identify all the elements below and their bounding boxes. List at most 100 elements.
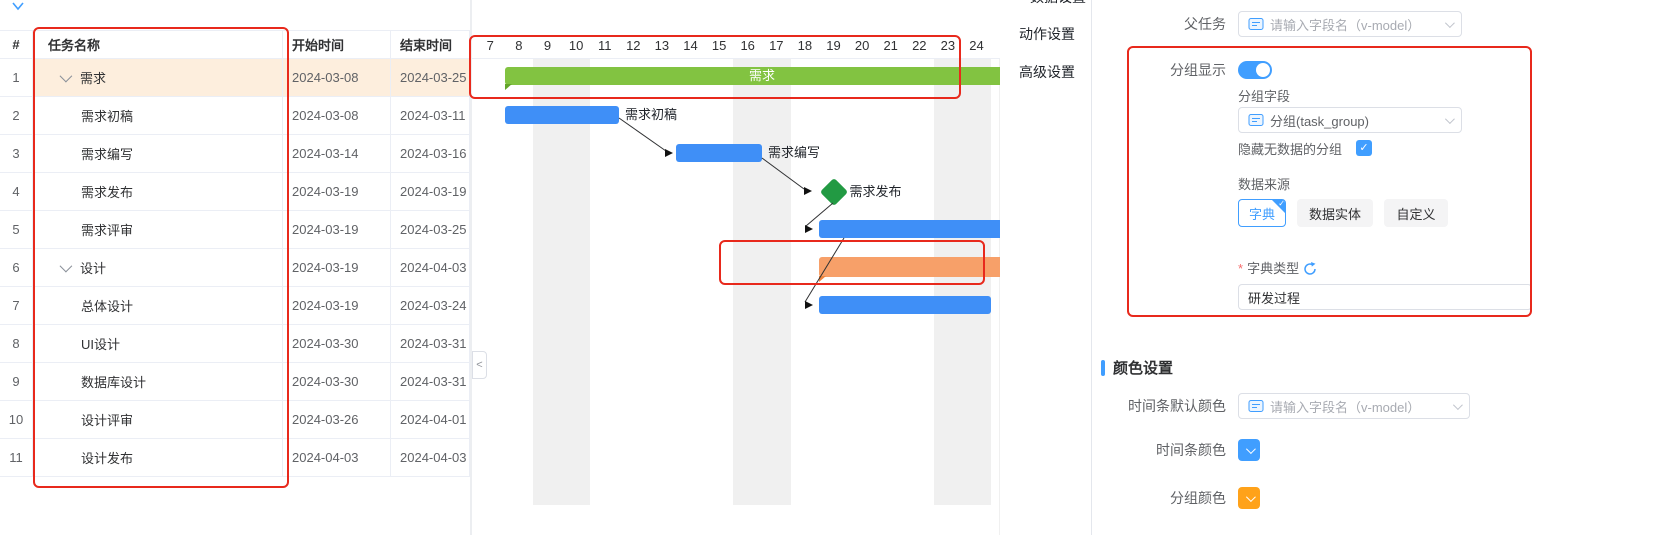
task-name-label: 需求	[80, 71, 107, 86]
chevron-down-icon[interactable]	[59, 259, 73, 273]
task-name-cell: UI设计	[33, 325, 283, 363]
dict-type-value: 研发过程	[1248, 290, 1301, 306]
nav-item-clipped[interactable]: 数据设置	[1030, 0, 1086, 7]
task-bar[interactable]	[676, 144, 762, 162]
gantt-collapse-handle[interactable]: <	[472, 351, 487, 379]
task-name-cell: 需求评审	[33, 211, 283, 249]
group-bar[interactable]: 需求	[504, 67, 1000, 90]
row-number-cell: 8	[0, 325, 33, 363]
hide-empty-group-label: 隐藏无数据的分组	[1238, 142, 1343, 157]
row-number-cell: 3	[0, 135, 33, 173]
task-name-label: 设计	[80, 261, 107, 276]
data-source-label: 数据来源	[1238, 177, 1291, 192]
end-date-cell: 2024-03-25	[391, 59, 470, 97]
data-source-dict-button[interactable]: 字典 ✓	[1238, 199, 1286, 227]
bar-default-color-input[interactable]: 请输入字段名（v-model）	[1238, 393, 1470, 419]
task-name-label: 需求评审	[81, 223, 134, 238]
group-field-label: 分组字段	[1238, 89, 1291, 104]
task-bar[interactable]	[819, 296, 991, 314]
group-field-value: 分组(task_group)	[1270, 113, 1369, 129]
color-settings-section-header: 颜色设置	[1101, 357, 1173, 378]
row-number-cell: 4	[0, 173, 33, 211]
nav-item-advanced-settings[interactable]: 高级设置	[1019, 64, 1075, 80]
day-label: 17	[769, 38, 784, 53]
task-bar[interactable]	[819, 220, 1000, 238]
task-name-label: 总体设计	[81, 299, 134, 314]
bar-label: 需求发布	[849, 184, 902, 199]
day-label: 11	[597, 38, 612, 53]
day-label: 12	[626, 38, 641, 53]
weekend-band	[733, 59, 791, 505]
day-label: 7	[486, 38, 494, 53]
row-number-cell: 6	[0, 249, 33, 287]
group-color-swatch[interactable]	[1238, 487, 1260, 509]
chevron-down-icon	[1245, 443, 1256, 454]
nav-item-action-settings[interactable]: 动作设置	[1019, 26, 1075, 42]
start-date-cell: 2024-03-19	[283, 173, 391, 211]
group-field-select[interactable]: 分组(task_group)	[1238, 107, 1462, 133]
bar-default-color-label: 时间条默认颜色	[1128, 398, 1226, 414]
hide-empty-group-checkbox[interactable]: ✓	[1356, 140, 1372, 156]
section-accent-bar	[1101, 359, 1105, 376]
start-date-cell: 2024-03-30	[283, 363, 391, 401]
task-name-label: 设计评审	[81, 413, 134, 428]
weekend-band	[933, 59, 991, 505]
start-date-cell: 2024-03-26	[283, 401, 391, 439]
task-name-label: 设计发布	[81, 451, 134, 466]
group-bar[interactable]	[819, 257, 1000, 282]
bar-color-label: 时间条颜色	[1156, 442, 1226, 458]
chevron-down-icon[interactable]	[59, 69, 73, 83]
start-date-cell: 2024-04-03	[283, 439, 391, 477]
data-source-entity-button[interactable]: 数据实体	[1297, 199, 1373, 227]
table-gantt-splitter[interactable]	[470, 0, 472, 535]
group-display-label: 分组显示	[1170, 62, 1226, 78]
collapse-chevron-icon[interactable]	[10, 1, 26, 11]
task-bar[interactable]	[504, 106, 619, 124]
day-label: 18	[797, 38, 813, 53]
task-name-cell: 设计	[33, 249, 283, 287]
parent-task-input[interactable]: 请输入字段名（v-model）	[1238, 11, 1462, 37]
refresh-icon[interactable]	[1303, 262, 1317, 276]
data-source-custom-button[interactable]: 自定义	[1384, 199, 1448, 227]
chevron-down-icon	[1444, 113, 1455, 124]
row-number-cell: 9	[0, 363, 33, 401]
task-name-label: 数据库设计	[81, 375, 147, 390]
bar-color-swatch[interactable]	[1238, 439, 1260, 461]
day-label: 21	[883, 38, 898, 53]
task-name-cell: 需求编写	[33, 135, 283, 173]
task-name-cell: 设计评审	[33, 401, 283, 439]
start-date-cell: 2024-03-30	[283, 325, 391, 363]
day-label: 23	[940, 38, 956, 53]
milestone-diamond[interactable]	[819, 177, 848, 207]
task-name-label: 需求初稿	[81, 109, 134, 124]
row-number-cell: 10	[0, 401, 33, 439]
start-date-cell: 2024-03-19	[283, 249, 391, 287]
end-date-cell: 2024-04-01	[391, 401, 470, 439]
day-label: 13	[654, 38, 670, 53]
dict-type-input[interactable]: 研发过程	[1238, 284, 1532, 310]
settings-nav: 数据设置 动作设置 高级设置	[1000, 0, 1091, 535]
day-label: 22	[912, 38, 927, 53]
day-label: 9	[543, 38, 552, 53]
row-number-cell: 7	[0, 287, 33, 325]
group-display-toggle[interactable]	[1238, 61, 1272, 79]
field-icon	[1248, 400, 1264, 412]
day-label: 19	[826, 38, 841, 53]
day-label: 8	[515, 38, 523, 53]
end-date-cell: 2024-03-25	[391, 211, 470, 249]
end-date-cell: 2024-03-19	[391, 173, 470, 211]
column-header-start: 开始时间	[283, 31, 391, 59]
